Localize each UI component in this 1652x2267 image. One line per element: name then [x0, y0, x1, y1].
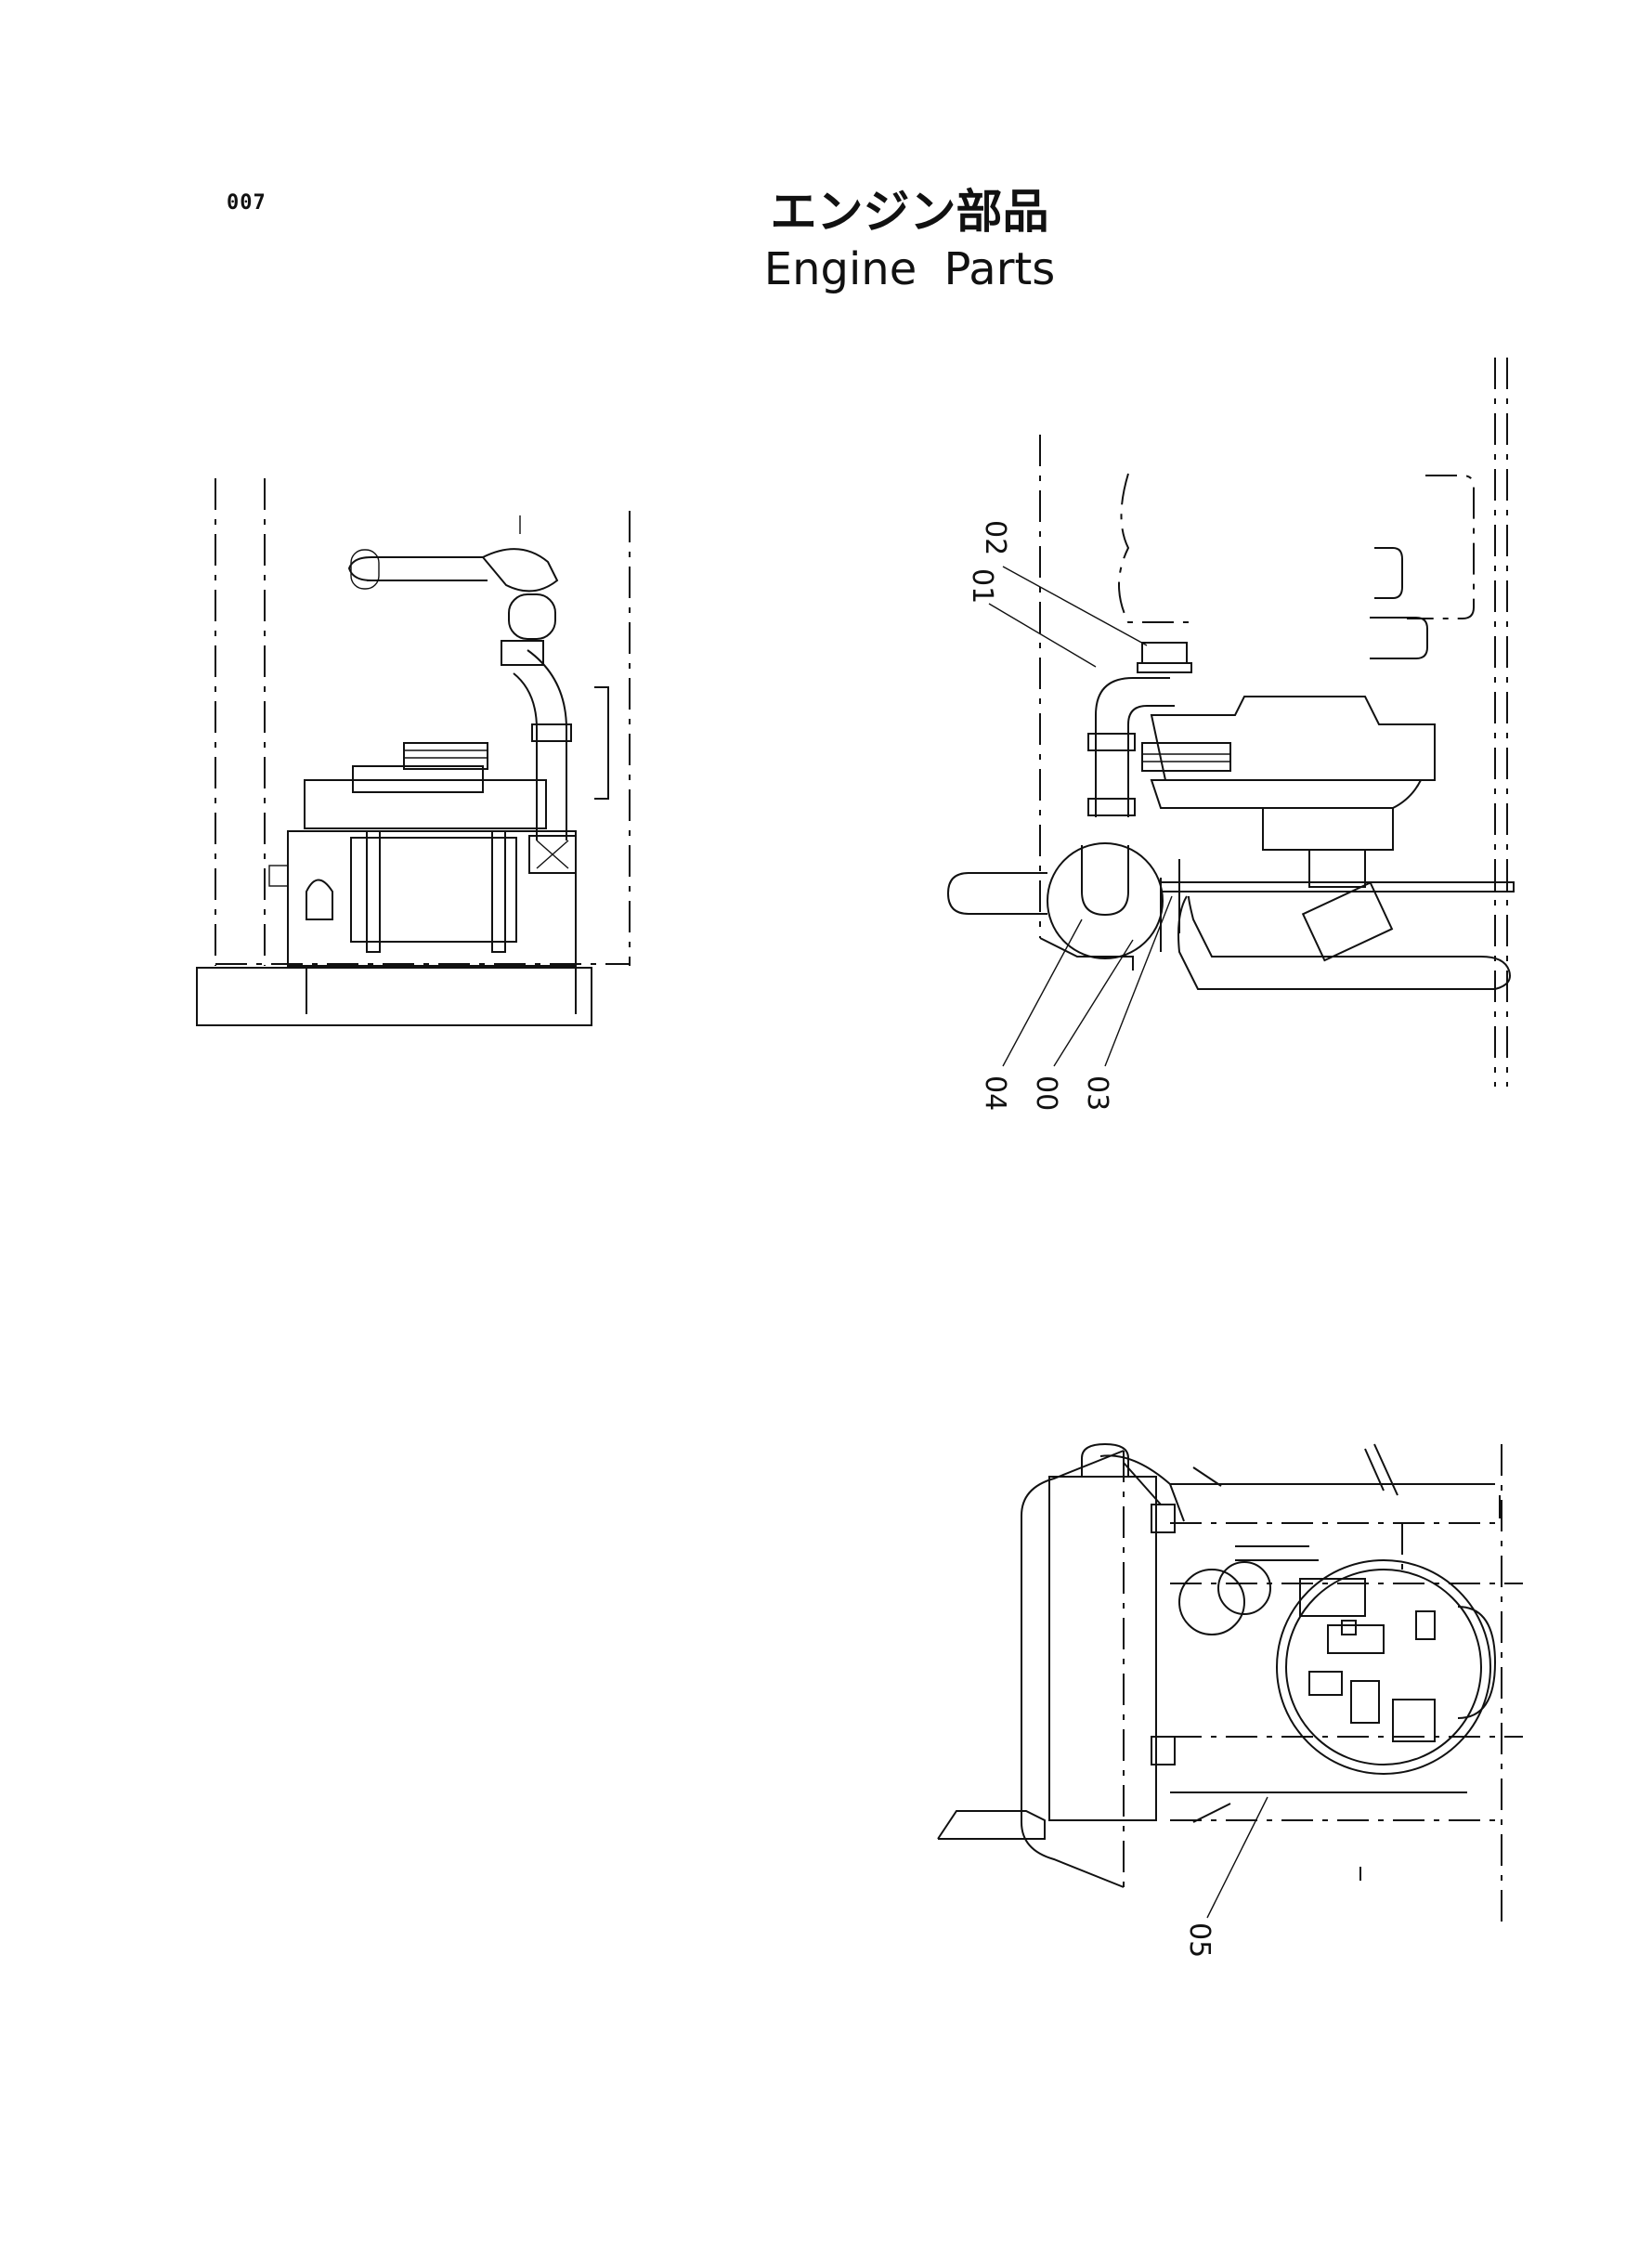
callout-labels: 02 01 04 00 03 05	[966, 520, 1216, 1958]
page-title-japanese: エンジン部品	[770, 185, 1049, 239]
figure-top-view	[937, 1442, 1523, 1927]
callout-00: 00	[1030, 1075, 1062, 1111]
figure-side-view	[196, 478, 631, 1026]
callout-05: 05	[1183, 1922, 1216, 1958]
figure-front-view	[946, 358, 1515, 1087]
callout-02: 02	[979, 520, 1011, 555]
title-block: エンジン部品 Engine Parts	[0, 184, 1652, 299]
callout-04: 04	[979, 1075, 1011, 1111]
callout-01: 01	[966, 568, 998, 604]
page-title-english: Engine Parts	[763, 243, 1056, 295]
callout-03: 03	[1081, 1075, 1113, 1111]
page-number: 007	[227, 191, 267, 215]
